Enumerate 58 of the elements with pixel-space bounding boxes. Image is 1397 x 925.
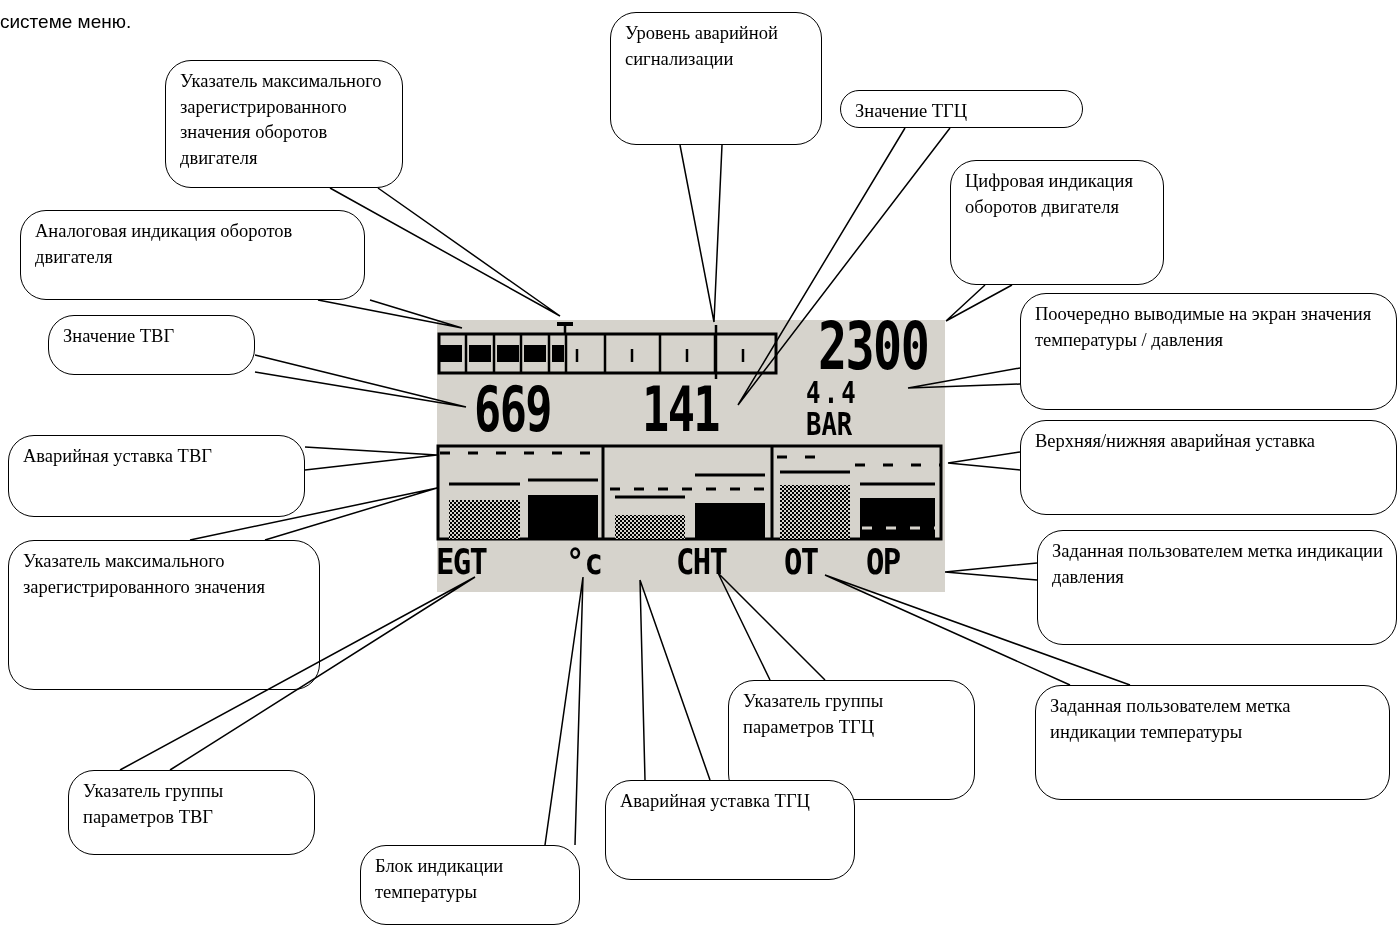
display-readout: 4.4 <box>806 378 859 408</box>
callout-text: Указатель максимального зарегистрированного значения <box>23 550 266 599</box>
callout-balloon <box>1020 420 1397 515</box>
callout-pointer <box>717 572 826 681</box>
callout-pointer <box>907 367 1021 389</box>
callout-pointer <box>544 576 584 846</box>
display-readout: OT <box>784 544 818 580</box>
callout-pointer <box>304 446 438 471</box>
callout-balloon <box>610 12 822 145</box>
display-readout: 141 <box>642 378 720 441</box>
display-readout: BAR <box>806 408 853 440</box>
callout-pointer <box>679 144 723 323</box>
callout-text: Указатель максимального зарегистрированного значения оборотов двигателя <box>180 70 383 170</box>
callout-text: Указатель группы параметров ТГЦ <box>743 690 885 739</box>
callout-text: Значение ТГЦ <box>855 100 969 123</box>
callout-text: Верхняя/нижняя аварийная уставка <box>1035 430 1317 453</box>
callout-balloon <box>165 60 403 188</box>
callout-pointer <box>737 127 951 406</box>
callout-text: Заданная пользователем метка индикации температуры <box>1050 695 1292 744</box>
callout-text: Уровень аварийной сигнализации <box>625 22 779 71</box>
callout-text: Значение ТВГ <box>63 325 176 348</box>
callout-balloon <box>605 780 855 880</box>
callout-balloon <box>1020 293 1397 410</box>
callout-text: Аварийная уставка ТВГ <box>23 445 213 468</box>
display-readout: 2300 <box>818 314 929 380</box>
body-text: системе меню. <box>0 11 132 33</box>
callout-pointer <box>329 187 561 317</box>
display-readout: OP <box>866 544 900 580</box>
callout-pointer <box>945 284 1013 322</box>
display-readout: °c <box>566 544 603 580</box>
callout-pointer <box>944 562 1038 581</box>
callout-pointer <box>317 299 463 329</box>
callout-balloon <box>1035 685 1390 800</box>
display-readout: EGT <box>436 544 487 580</box>
callout-balloon <box>8 435 305 517</box>
callout-pointer <box>639 579 711 781</box>
callout-text: Указатель группы параметров ТВГ <box>83 780 225 829</box>
callout-balloon <box>20 210 365 300</box>
callout-balloon <box>8 540 320 690</box>
callout-balloon <box>68 770 315 855</box>
callout-text: Аналоговая индикация оборотов двигателя <box>35 220 294 269</box>
callout-text: Заданная пользователем метка индикации давления <box>1052 540 1384 589</box>
callout-pointer <box>254 354 467 408</box>
callout-text: Цифровая индикация оборотов двигателя <box>965 170 1134 219</box>
callout-balloon <box>48 315 255 375</box>
callout-pointer <box>189 487 438 541</box>
callout-balloon <box>950 160 1164 285</box>
callout-text: Блок индикации температуры <box>375 855 505 904</box>
callout-balloon <box>360 845 580 925</box>
callout-balloon <box>1037 530 1397 645</box>
display-readout: CHT <box>676 544 727 580</box>
callout-text: Аварийная уставка ТГЦ <box>620 790 811 813</box>
display-readout: 669 <box>474 378 552 441</box>
callout-pointer <box>947 451 1021 471</box>
callout-pointer <box>119 576 476 771</box>
callout-text: Поочередно выводимые на экран значения температуры / давления <box>1035 303 1373 352</box>
callout-pointer <box>824 574 1131 686</box>
callout-balloon <box>840 90 1083 128</box>
